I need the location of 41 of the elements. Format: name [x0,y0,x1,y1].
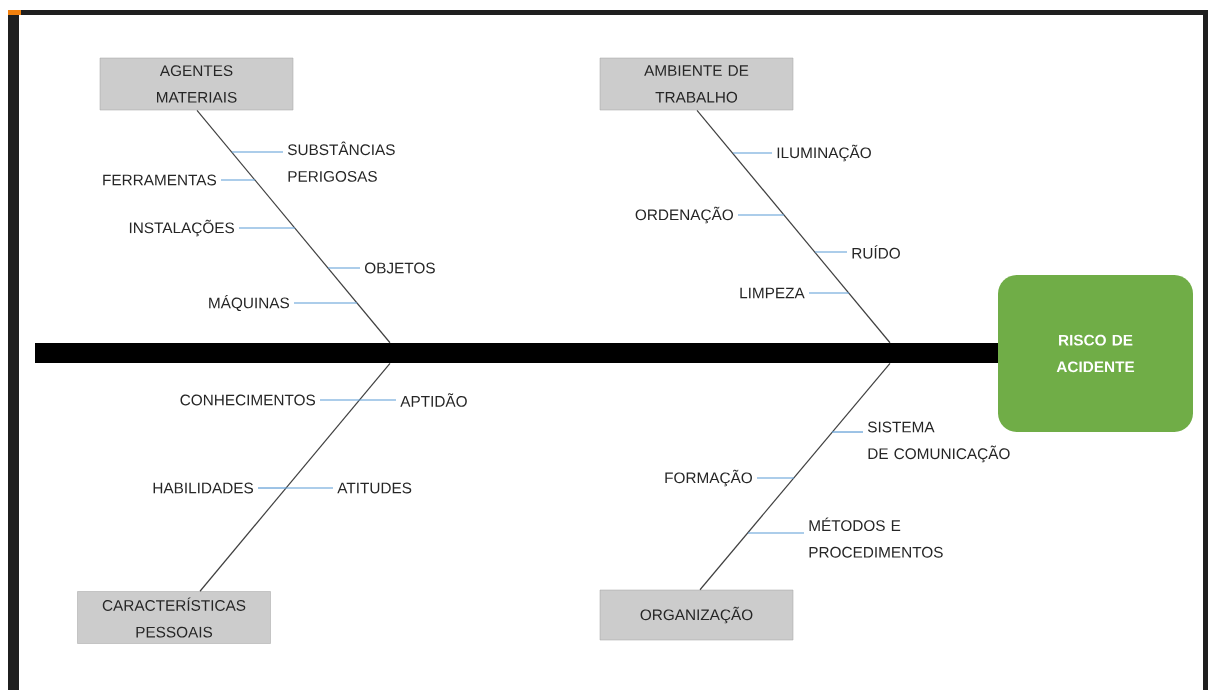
cause-label: RUÍDO [852,245,900,259]
leader-line [285,487,334,489]
leader-line [732,152,773,154]
leader-line [808,292,850,294]
cause-label: SUBSTÂNCIAS PERIGOSAS [287,141,395,182]
leader-line [358,399,397,401]
leader-line [814,251,848,253]
cause-label: MÉTODOS E PROCEDIMENTOS [809,517,943,558]
effect-box: RISCO DE ACIDENTE [998,275,1193,432]
spine-bar [35,343,998,363]
cause-label: ILUMINAÇÃO [777,144,871,162]
cause-label: FERRAMENTAS [103,174,216,186]
category-box: ORGANIZAÇÃO [599,589,794,641]
leader-line [756,477,795,479]
leader-line [220,179,256,181]
category-box: AGENTES MATERIAIS [99,57,294,111]
cause-label: MÁQUINAS [209,294,289,312]
bone-line [199,362,391,592]
leader-line [293,302,358,304]
leader-line [257,487,287,489]
cause-label: INSTALAÇÕES [129,219,235,237]
cause-label: LIMPEZA [740,287,805,299]
cause-label: OBJETOS [365,262,435,274]
bone-line [696,109,891,344]
leader-line [231,151,284,153]
leader-line [737,214,785,216]
cause-label: APTIDÃO [400,393,467,407]
leader-line [238,227,296,229]
cause-label: ATITUDES [337,482,412,494]
cause-label: FORMAÇÃO [665,469,752,487]
bone-line [699,362,891,591]
leader-line [319,399,360,401]
cause-label: CONHECIMENTOS [180,394,315,406]
leader-line [327,267,361,269]
leader-line [831,431,864,433]
cause-label: ORDENAÇÃO [635,206,733,224]
category-box: CARACTERÍSTICAS PESSOAIS [77,591,271,644]
cause-label: HABILIDADES [153,482,253,494]
bone-line [196,109,391,344]
leader-line [747,532,805,534]
category-box: AMBIENTE DE TRABALHO [599,57,794,111]
